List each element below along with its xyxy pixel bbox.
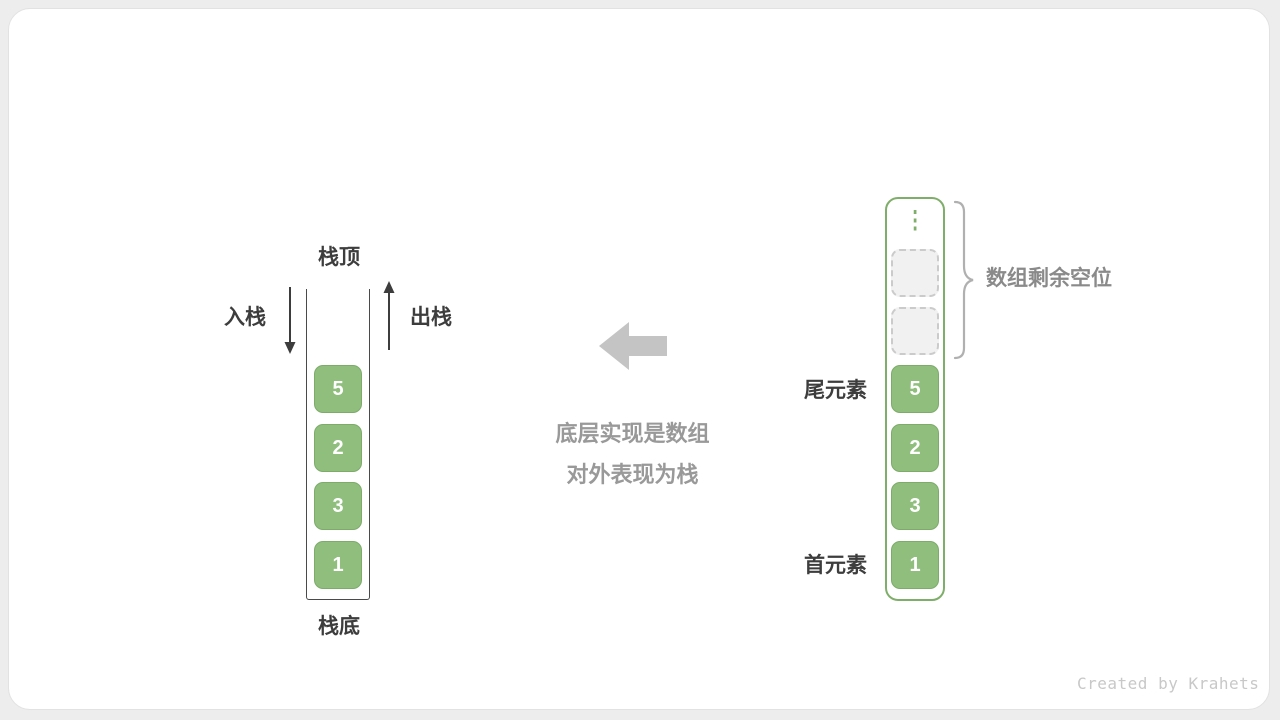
stack-cell: 1 — [314, 541, 362, 589]
array-empty-cell — [891, 249, 939, 297]
brace-icon — [953, 200, 974, 360]
stack-bottom-label: 栈底 — [318, 615, 360, 638]
array-cell: 1 — [891, 541, 939, 589]
pop-up-arrow-icon — [383, 281, 395, 350]
caption-line-2: 对外表现为栈 — [566, 462, 699, 487]
tail-element-label: 尾元素 — [804, 379, 867, 402]
pop-label: 出栈 — [410, 306, 452, 329]
diagram-card — [8, 8, 1270, 710]
push-label: 入栈 — [224, 306, 266, 329]
stack-cell: 5 — [314, 365, 362, 413]
caption-line-1: 底层实现是数组 — [555, 421, 710, 446]
stack-cell: 3 — [314, 482, 362, 530]
array-cell: 2 — [891, 424, 939, 472]
stack-top-label: 栈顶 — [318, 246, 360, 269]
stack-cell: 2 — [314, 424, 362, 472]
big-left-arrow-icon — [599, 322, 667, 370]
push-down-arrow-icon — [284, 287, 296, 354]
remaining-slots-label: 数组剩余空位 — [986, 267, 1112, 290]
array-empty-cell — [891, 307, 939, 355]
head-element-label: 首元素 — [804, 554, 867, 577]
array-cell: 3 — [891, 482, 939, 530]
array-cell: 5 — [891, 365, 939, 413]
vertical-ellipsis-icon: ⋮ — [905, 208, 925, 235]
credit-text: Created by Krahets — [1077, 674, 1260, 693]
caption-text: 底层实现是数组 对外表现为栈 — [495, 413, 770, 495]
